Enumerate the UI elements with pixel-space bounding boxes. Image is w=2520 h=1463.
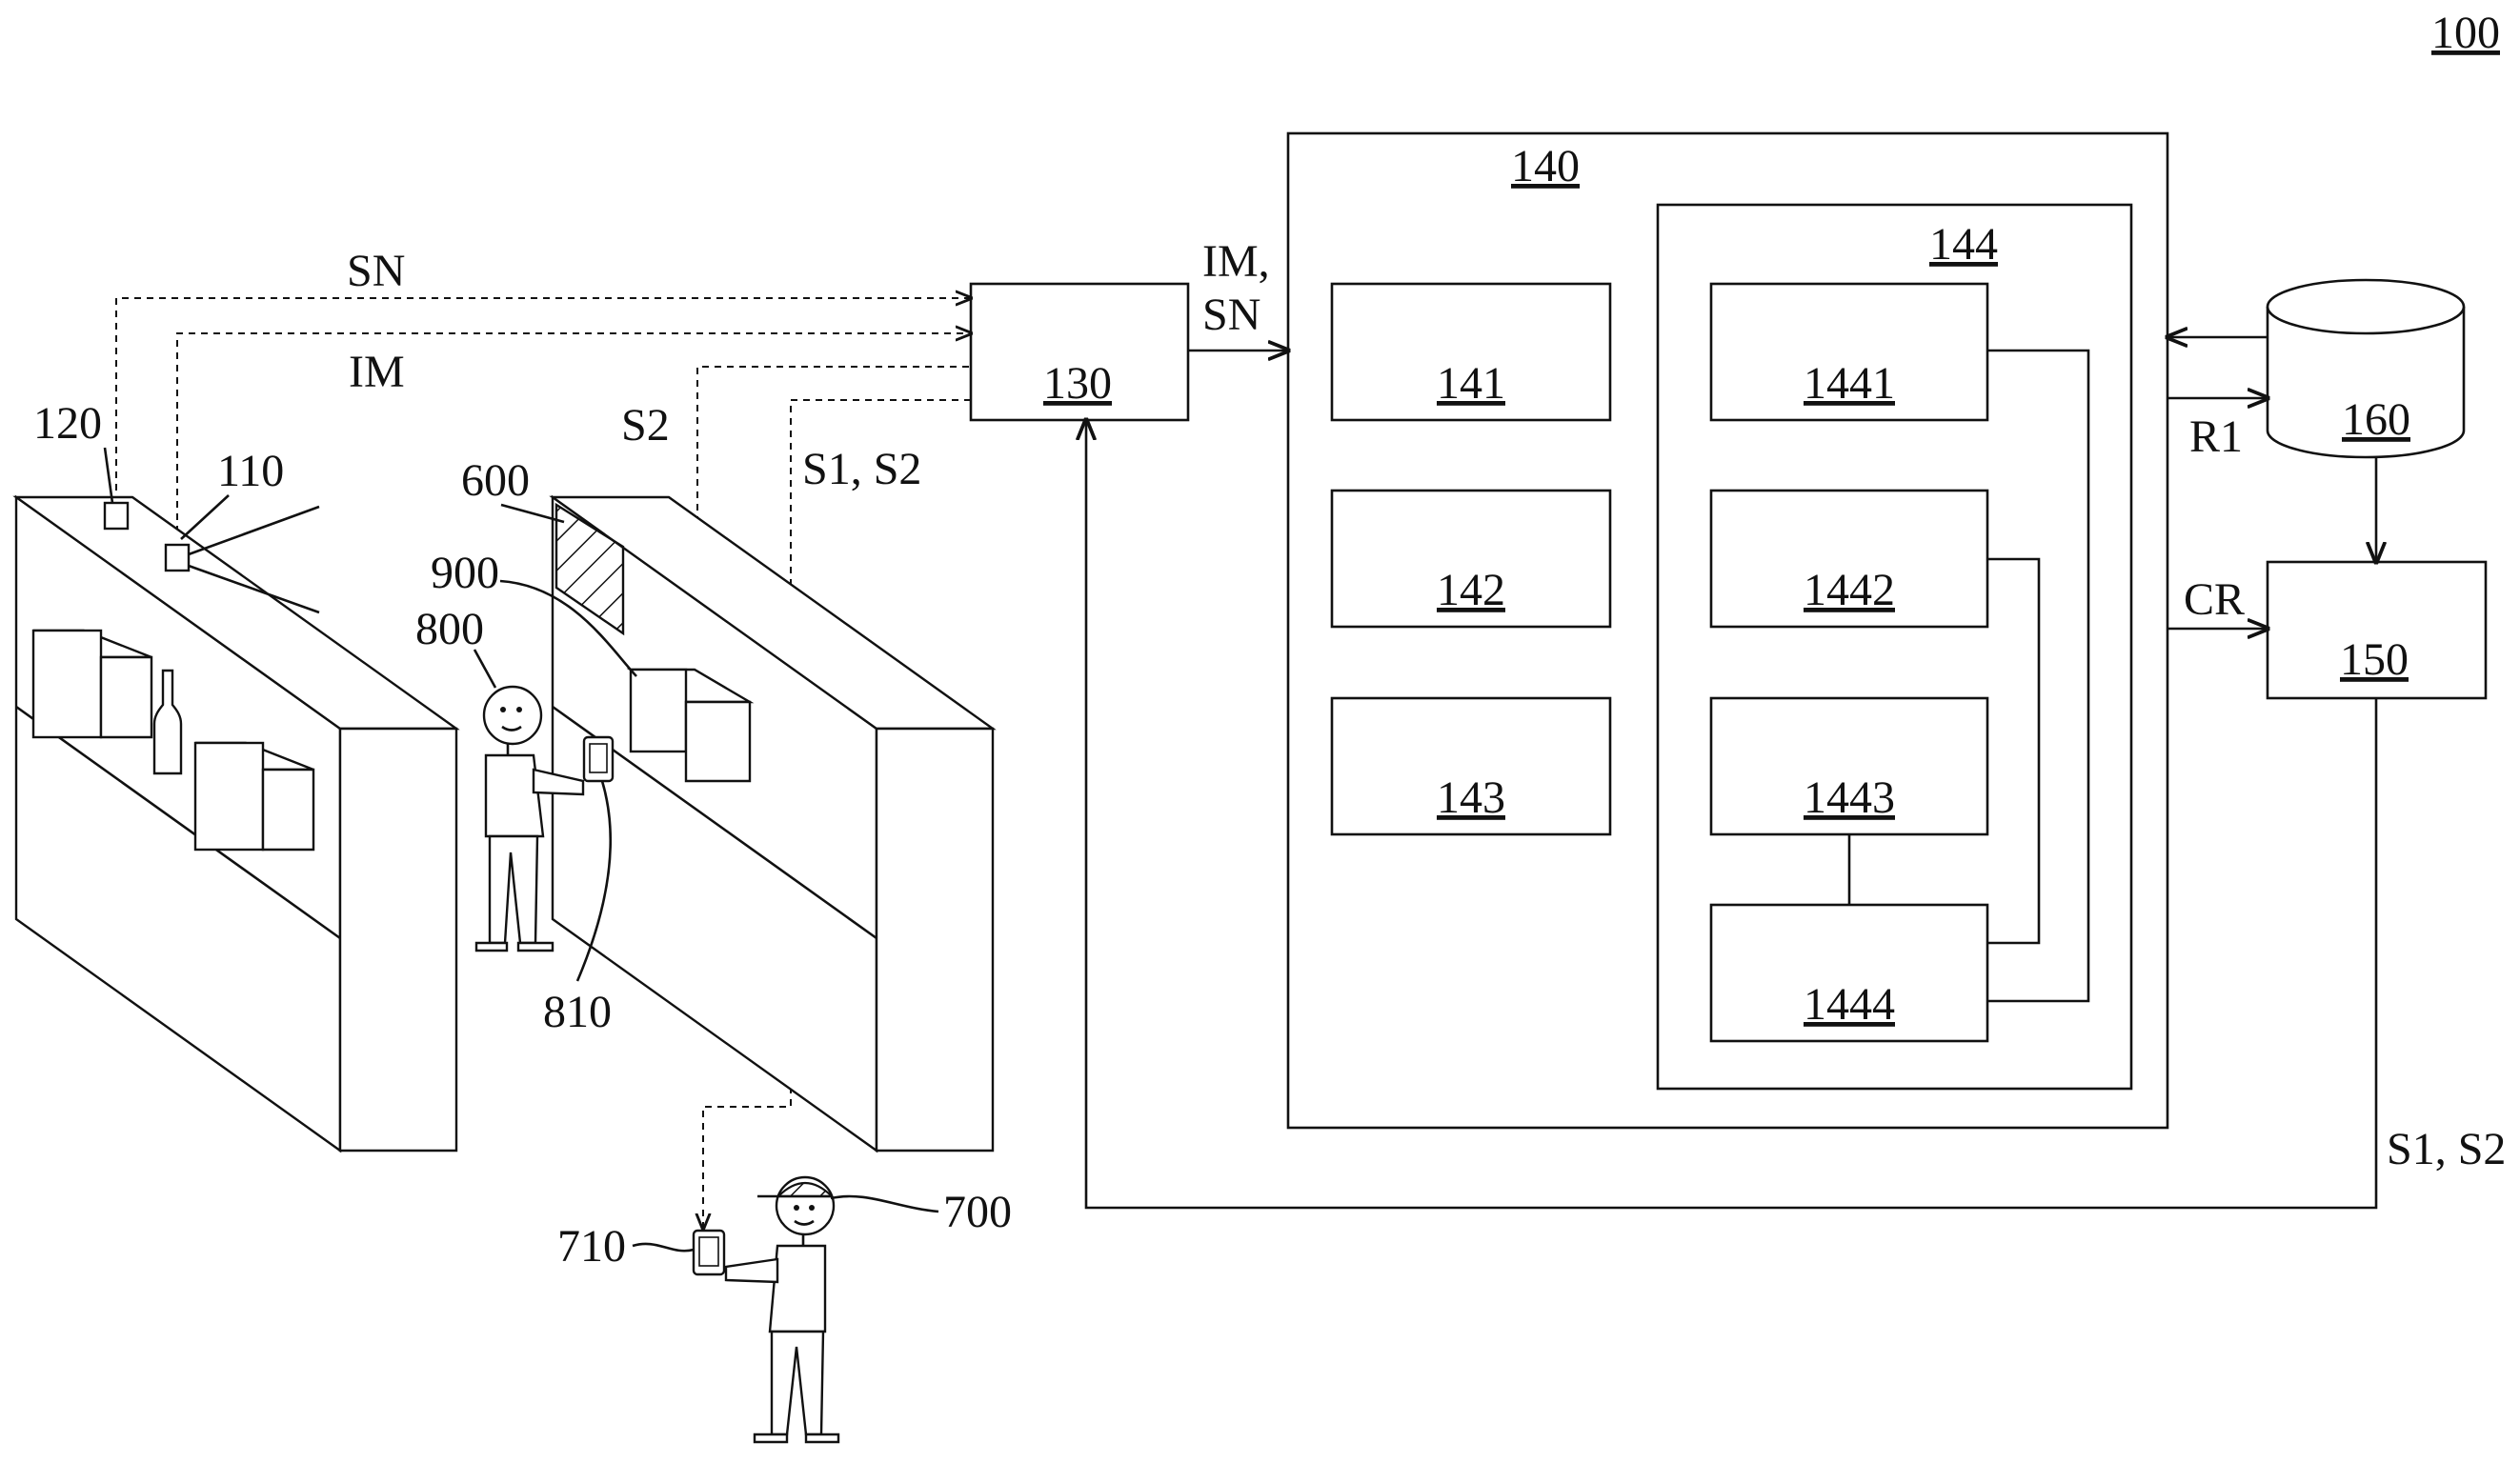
product-box: [626, 668, 755, 783]
arrow-output-to-hub: [1086, 420, 2378, 1210]
camera-view-line-2: [188, 564, 320, 614]
middle-shelf-side: [875, 727, 995, 1152]
staff-figure: [724, 1175, 840, 1444]
group-item-2-block: [1709, 489, 1989, 629]
customer-figure: [474, 685, 585, 952]
signal-r1: R1: [2189, 411, 2243, 462]
product-ref: 900: [431, 548, 499, 598]
customer-leader: [473, 649, 497, 689]
signal-sn: SN: [347, 246, 405, 296]
sensor-ref: 120: [33, 398, 102, 449]
staff-torso: [768, 1244, 827, 1333]
signal-im-sn-line1: IM,: [1202, 236, 1270, 287]
signal-im: IM: [349, 347, 405, 397]
staff-arm: [724, 1257, 779, 1284]
middle-shelf: [549, 494, 997, 1153]
customer-device: [582, 735, 615, 783]
customer-legs: [488, 834, 539, 945]
customer-device-ref: 810: [543, 987, 612, 1037]
staff-device-ref: 710: [557, 1221, 626, 1272]
module-c-block: [1330, 696, 1612, 836]
camera-device: [164, 543, 191, 572]
database-top: [2266, 278, 2466, 335]
group-item-1-label: 1441: [1804, 358, 1895, 409]
staff-ref: 700: [943, 1187, 1012, 1237]
shelf-box-1: [31, 629, 153, 739]
customer-device-leader: [575, 780, 613, 982]
module-a-block: [1330, 282, 1612, 422]
signal-im-sn-line2: SN: [1202, 290, 1260, 340]
shelf-label-area-ref: 600: [461, 455, 530, 506]
dashed-sn-line: [115, 298, 971, 503]
group-label: 144: [1929, 219, 1998, 270]
camera-leader: [180, 494, 230, 540]
module-b-block: [1330, 489, 1612, 629]
customer-torso: [484, 753, 545, 838]
sensor-device: [103, 501, 130, 531]
group-item-4-block: [1709, 903, 1989, 1043]
group-item-1-block: [1709, 282, 1989, 422]
staff-leader: [830, 1194, 939, 1213]
customer-ref: 800: [415, 604, 484, 654]
signal-cr: CR: [2184, 574, 2245, 625]
signal-s1-s2-dashed: S1, S2: [802, 444, 921, 494]
processor-label: 140: [1511, 141, 1580, 191]
shelf-label-area-leader: [500, 503, 565, 524]
customer-arm: [532, 768, 585, 796]
module-c-label: 143: [1437, 772, 1505, 823]
connector-1442-1444: [1987, 557, 2041, 945]
output-label: 150: [2340, 634, 2409, 685]
product-leader: [499, 579, 637, 677]
camera-view-line-1: [188, 505, 320, 556]
staff-device: [692, 1229, 726, 1276]
sensor-leader: [103, 447, 114, 504]
staff-legs: [770, 1330, 825, 1436]
database-label: 160: [2342, 394, 2410, 445]
signal-s1-s2-return: S1, S2: [2387, 1124, 2506, 1174]
connector-1441-1444: [1987, 349, 2090, 1003]
module-b-label: 142: [1437, 565, 1505, 615]
group-item-3-label: 1443: [1804, 772, 1895, 823]
group-item-4-label: 1444: [1804, 979, 1895, 1030]
customer-head: [482, 685, 543, 746]
shelf-label-area: [554, 502, 625, 636]
shelf-box-2: [193, 741, 315, 852]
dashed-im-line: [176, 333, 971, 545]
left-shelf-divider: [15, 705, 341, 940]
hub-block: [969, 282, 1190, 422]
group-item-3-block: [1709, 696, 1989, 836]
staff-device-leader: [632, 1242, 695, 1253]
hub-label: 130: [1043, 358, 1112, 409]
database-body: [2266, 307, 2466, 459]
left-shelf-side: [338, 727, 458, 1152]
group-item-2-label: 1442: [1804, 565, 1895, 615]
camera-ref: 110: [217, 446, 284, 496]
shelf-bottle: [152, 669, 183, 775]
signal-s2: S2: [621, 400, 670, 451]
figure-ref-label: 100: [2431, 8, 2500, 58]
module-a-label: 141: [1437, 358, 1505, 409]
